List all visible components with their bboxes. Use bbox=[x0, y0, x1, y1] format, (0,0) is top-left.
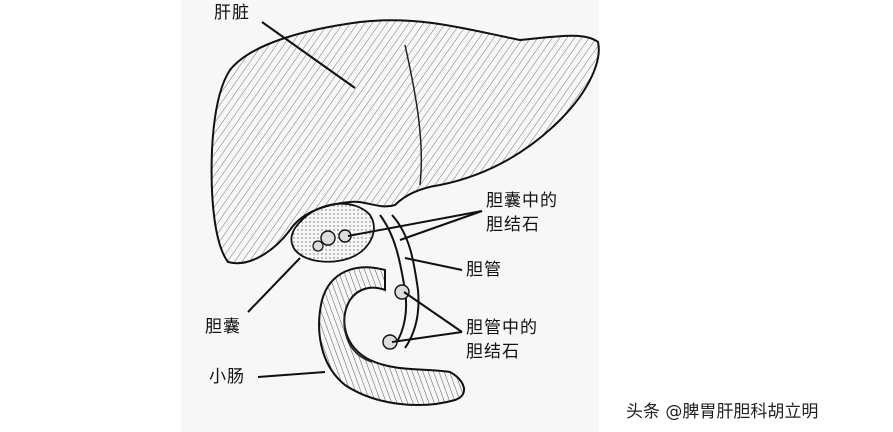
leader-bile-duct bbox=[404, 257, 463, 271]
label-small-intestine: 小肠 bbox=[209, 367, 245, 387]
duct-stone-1 bbox=[394, 284, 410, 300]
label-gallbladder-stones-line1: 胆囊中的 bbox=[486, 191, 558, 211]
leader-gallbladder-stones-b bbox=[399, 210, 483, 241]
label-bile-duct: 胆管 bbox=[466, 260, 502, 280]
label-duct-stones-line1: 胆管中的 bbox=[466, 318, 538, 338]
leader-gallbladder bbox=[247, 257, 301, 313]
gallbladder-stone-1 bbox=[320, 230, 336, 246]
leader-small-intestine bbox=[257, 371, 326, 378]
small-intestine-shape bbox=[318, 266, 465, 406]
leader-duct-stones-b bbox=[391, 331, 463, 343]
intestine-inner-fold bbox=[343, 314, 373, 363]
leader-gallbladder-stones-a bbox=[347, 210, 483, 237]
watermark-text: 头条 @脾胃肝胆科胡立明 bbox=[626, 402, 819, 422]
label-gallbladder: 胆囊 bbox=[205, 317, 241, 337]
leader-duct-stones-a bbox=[403, 291, 463, 333]
label-gallbladder-stones-line2: 胆结石 bbox=[486, 215, 540, 235]
liver-lobe-line bbox=[404, 44, 423, 186]
label-duct-stones-line2: 胆结石 bbox=[466, 342, 520, 362]
label-liver: 肝脏 bbox=[214, 3, 250, 23]
gallbladder-stone-3 bbox=[312, 240, 324, 252]
liver-shape bbox=[210, 19, 600, 265]
leader-liver bbox=[261, 21, 356, 89]
